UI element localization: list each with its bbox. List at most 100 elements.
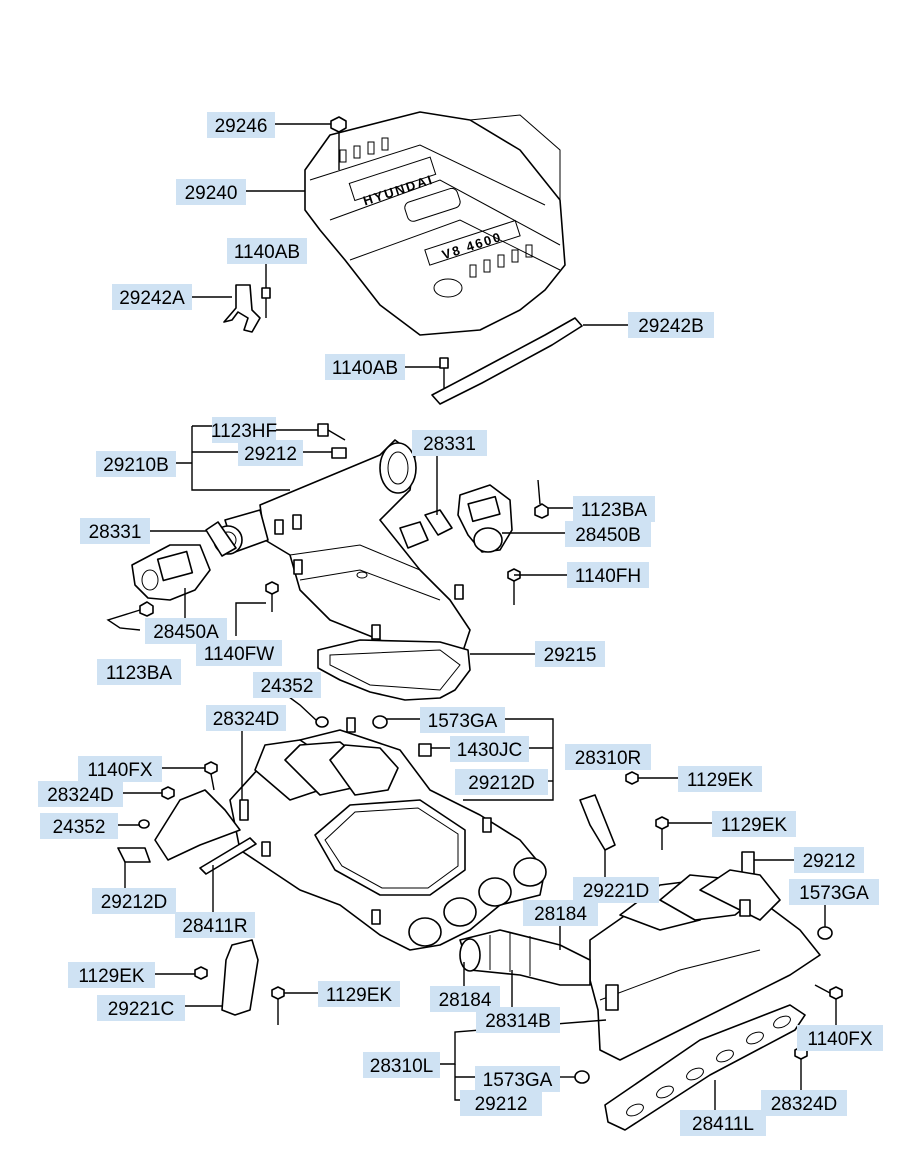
label-l29242B: 29242B: [628, 312, 714, 338]
label-box: [206, 705, 286, 731]
label-l29212_b: 29212: [794, 847, 864, 873]
part-number: 28310L: [370, 1056, 433, 1077]
label-box: [80, 518, 150, 544]
label-box: [318, 981, 400, 1007]
label-box: [573, 877, 659, 903]
cap-24352-lower: [138, 819, 150, 829]
label-box: [145, 618, 227, 644]
bracket-29221c: [221, 939, 259, 1016]
label-l28324D_b: 28324D: [38, 781, 123, 807]
label-l28411R: 28411R: [175, 912, 255, 938]
label-box: [565, 521, 651, 547]
part-number: 29221C: [108, 999, 175, 1020]
label-l1129EK_d: 1129EK: [318, 981, 400, 1007]
label-l29212_c: 29212: [460, 1090, 542, 1116]
intake-manifold-28310l: [589, 869, 821, 1061]
label-box: [460, 1090, 542, 1116]
label-box: [523, 900, 598, 926]
bolt-1140fx-right: [814, 984, 843, 1000]
label-l1140FW: 1140FW: [196, 640, 282, 666]
part-number: 28324D: [771, 1094, 838, 1115]
label-l28331_b: 28331: [80, 518, 150, 544]
label-box: [678, 766, 762, 792]
gasket-28411l: [604, 1004, 806, 1131]
part-number: 28331: [423, 434, 476, 455]
label-box: [175, 912, 255, 938]
label-l1573GA_c: 1573GA: [475, 1066, 560, 1092]
gasket-middle: [399, 521, 429, 549]
label-box: [363, 1052, 440, 1078]
part-number: 28411L: [692, 1114, 754, 1135]
label-box: [412, 430, 487, 456]
label-box: [712, 811, 796, 837]
part-number: 28450B: [575, 525, 641, 546]
label-l29242A: 29242A: [112, 284, 192, 310]
stud-1430jc: [418, 743, 432, 757]
part-number: 1123HF: [211, 421, 277, 442]
label-box: [207, 112, 275, 138]
part-number: 28411R: [182, 916, 247, 937]
label-l1129EK_a: 1129EK: [678, 766, 762, 792]
part-labels: 29246 29240 1140AB 29242A 29242B 1140AB 1123HF…: [38, 112, 883, 1136]
part-number: 1573GA: [483, 1070, 553, 1091]
part-number: 29212: [475, 1094, 528, 1115]
part-number: 24352: [261, 676, 314, 697]
intake-plenum: [213, 439, 471, 661]
part-number: 28324D: [213, 709, 280, 730]
label-l1140FX_b: 1140FX: [797, 1025, 883, 1051]
part-number: 1140FX: [87, 760, 152, 781]
part-number: 1140FX: [807, 1029, 872, 1050]
label-l28331_a: 28331: [412, 430, 487, 456]
label-box: [565, 744, 651, 770]
part-number: 29210B: [103, 455, 169, 476]
bolt-1129ek-4: [271, 986, 285, 1025]
label-l28450B: 28450B: [565, 521, 651, 547]
part-number: 1129EK: [326, 985, 393, 1006]
label-box: [573, 496, 655, 522]
label-box: [420, 707, 505, 733]
label-box: [227, 238, 307, 264]
bolt-1140fx-left: [204, 761, 218, 791]
label-l28450A: 28450A: [145, 618, 227, 644]
leader-lines: [106, 123, 837, 1110]
label-l1123HF: 1123HF: [211, 417, 277, 443]
bracket-left-upper: [154, 789, 241, 861]
bolt-1140fw: [265, 581, 279, 612]
label-l1123BA_b: 1123BA: [97, 659, 181, 685]
part-number: 29246: [215, 116, 268, 137]
plug-1573ga-right: [817, 926, 833, 940]
label-l28184_b: 28184: [430, 986, 500, 1012]
label-box: [680, 1110, 766, 1136]
label-l29215: 29215: [535, 641, 605, 667]
label-l29212_a: 29212: [238, 440, 303, 466]
part-number: 1573GA: [428, 711, 498, 732]
part-number: 1140FW: [204, 644, 274, 665]
part-number: 29212: [244, 444, 297, 465]
label-l1140AB_a: 1140AB: [227, 238, 307, 264]
label-box: [535, 641, 605, 667]
part-number: 1140FH: [575, 566, 641, 587]
part-number: 1140AB: [332, 358, 398, 379]
label-box: [789, 879, 879, 905]
part-number: 29240: [185, 183, 238, 204]
label-box: [325, 354, 405, 380]
label-box: [476, 1007, 560, 1033]
part-number: 29215: [544, 645, 597, 666]
plenum-gasket-29215: [317, 639, 471, 701]
label-l1573GA_a: 1573GA: [420, 707, 505, 733]
label-box: [212, 417, 276, 443]
label-l28310R: 28310R: [565, 744, 651, 770]
label-box: [761, 1090, 847, 1116]
label-l29221C: 29221C: [97, 995, 185, 1021]
plug-1573ga-lower: [574, 1070, 590, 1084]
label-l28314B: 28314B: [476, 1007, 560, 1033]
bolt-28324d-mid: [161, 786, 175, 800]
label-l1140AB_b: 1140AB: [325, 354, 405, 380]
label-l29221D: 29221D: [573, 877, 659, 903]
bolt-1129ek-2: [655, 816, 669, 850]
label-box: [38, 781, 123, 807]
stud-29212-upper: [331, 447, 347, 459]
label-box: [253, 672, 321, 698]
part-number: 1129EK: [721, 815, 788, 836]
label-l28310L: 28310L: [363, 1052, 440, 1078]
